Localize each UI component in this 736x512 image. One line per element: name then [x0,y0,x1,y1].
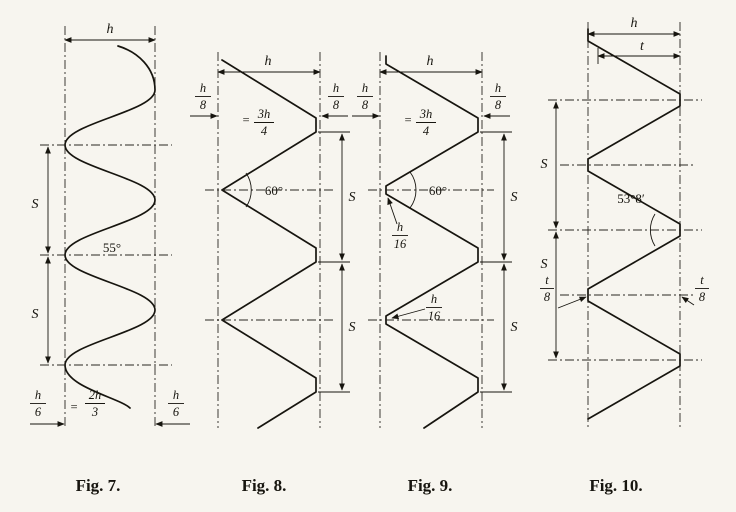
height-label: h [631,16,638,31]
fraction-denominator: 4 [261,124,267,138]
captions: Fig. 7. Fig. 8. Fig. 9. Fig. 10. [76,476,643,495]
figure-10-caption: Fig. 10. [589,476,642,495]
leader-arrow [391,308,426,320]
fraction-denominator: 4 [423,124,429,138]
fraction-numerator: h [431,292,437,306]
fraction-numerator: h [333,81,339,95]
figure-7-caption: Fig. 7. [76,476,121,495]
fraction-denominator: 6 [35,405,42,419]
figure-8: h h 8 h 8 = 3h 4 60° S S [190,52,356,429]
thread-profile-path [221,59,317,429]
equals-sign: = [242,113,250,127]
fraction-numerator: h [35,388,41,402]
pitch-label: S [32,197,39,212]
fraction-denominator: 8 [333,98,340,112]
fraction-denominator: 8 [699,290,706,304]
height-label: h [265,54,272,69]
figure-10: h t S S 53°8′ t 8 t 8 [540,16,709,428]
pitch-label: S [511,320,518,335]
angle-arc [409,171,417,209]
pitch-label: S [541,157,548,172]
depth-label: t [640,39,645,54]
thread-angle-label: 53°8′ [617,191,645,206]
fraction-numerator: h [397,220,403,234]
pitch-label: S [32,307,39,322]
pitch-label: S [349,190,356,205]
leader-arrow [557,296,587,309]
fraction-numerator: t [700,273,704,287]
figure-9-caption: Fig. 9. [408,476,453,495]
equals-sign: = [70,400,78,414]
height-label: h [427,54,434,69]
fraction-numerator: 2h [89,388,102,402]
fraction-numerator: t [545,273,549,287]
angle-arc [649,213,656,247]
fraction-denominator: 3 [91,405,98,419]
figure-9: h h 8 h 8 = 3h 4 60° h 16 h 16 S S [352,52,518,429]
figure-8-caption: Fig. 8. [242,476,287,495]
thread-angle-label: 60° [265,183,283,198]
pitch-label: S [349,320,356,335]
fraction-numerator: 3h [419,107,433,121]
thread-angle-label: 60° [429,183,447,198]
fraction-numerator: h [362,81,368,95]
pitch-label: S [511,190,518,205]
pitch-label: S [541,257,548,272]
fraction-numerator: h [173,388,179,402]
fraction-denominator: 8 [362,98,369,112]
fraction-denominator: 8 [200,98,207,112]
fraction-denominator: 16 [428,309,441,323]
fraction-denominator: 8 [495,98,502,112]
leader-arrow [387,197,398,225]
fraction-numerator: 3h [257,107,271,121]
fraction-denominator: 16 [394,237,407,251]
angle-arc [245,172,252,208]
fraction-denominator: 6 [173,405,180,419]
leader-arrow [681,296,695,306]
thread-profile-path [64,45,156,409]
thread-profile-path [385,55,479,429]
height-label: h [107,22,114,37]
fraction-numerator: h [200,81,206,95]
fraction-denominator: 8 [544,290,551,304]
figure-7: h S S 55° h 6 = 2h 3 h 6 [30,22,190,427]
thread-angle-label: 55° [103,240,121,255]
thread-profile-path [587,28,681,420]
equals-sign: = [404,113,412,127]
fraction-numerator: h [495,81,501,95]
